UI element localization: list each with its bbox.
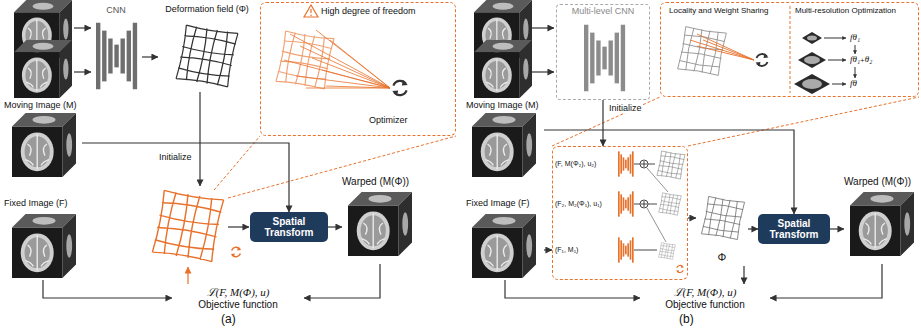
callout-heading: Locality and Weight Sharing <box>669 6 768 15</box>
cnn-block: CNN <box>90 4 142 96</box>
connector <box>544 249 552 250</box>
text-slot: fθ₁₊θ₂ <box>850 54 872 64</box>
node-text: Fixed Image (F) <box>466 198 530 208</box>
node-text: CNN <box>106 5 126 15</box>
node-text: Fixed Image (F) <box>4 198 68 208</box>
text-slot: Locality and Weight Sharing <box>669 6 768 15</box>
node-text: Spatial Transform <box>253 216 325 239</box>
connector <box>602 100 603 146</box>
node-text: Warped (M(Φ)) <box>844 176 911 188</box>
text-slot: fθ <box>850 78 857 88</box>
objective-label: Objective function <box>198 299 278 311</box>
text-slot: Multi-resolution Optimization <box>795 6 896 15</box>
transform-box: Spatial Transform <box>250 212 328 242</box>
deformation-grid: Φ <box>696 186 748 266</box>
connector <box>748 228 758 229</box>
panel-label: (b) <box>678 313 695 327</box>
objective-label: Objective function <box>665 299 745 311</box>
edge-label: Initialize <box>608 103 643 113</box>
image-volume: Fixed Image (F) <box>4 198 82 280</box>
function-label: fθ <box>850 78 857 88</box>
text-slot: fθ₁ <box>850 32 860 42</box>
image-volume: Moving Image (M) <box>4 100 82 178</box>
annotation: Initialize <box>158 152 193 162</box>
image-volume: Fixed Image (F) <box>466 198 544 280</box>
connector <box>505 280 640 298</box>
multi-level-box: (F, M(Φ₂), u₂) (F₂, M₂(Φ₁), u₁) (F₁, M₁) <box>552 146 688 280</box>
node-text: Multi-level CNN <box>572 6 635 16</box>
node-text: Φ <box>718 251 727 264</box>
text-slot: (F₂, M₂(Φ₁), u₁) <box>555 200 602 208</box>
objective-function: ℒ(F, M(Φ), u)Objective function <box>172 284 304 312</box>
connector <box>688 217 696 218</box>
function-label: fθ₁₊θ₂ <box>850 54 872 64</box>
connector <box>304 264 380 298</box>
connector <box>830 228 844 229</box>
callout-box: High degree of freedomOptimizer <box>260 2 456 136</box>
connector <box>142 56 158 57</box>
node-text: Moving Image (M) <box>4 100 77 110</box>
deformation-field: Deformation field (Φ) <box>158 4 256 94</box>
text-slot: (F₁, M₁) <box>555 246 578 254</box>
image-volume: Warped (M(Φ)) <box>844 176 919 264</box>
input-label: (F, M(Φ₂), u₂) <box>555 160 596 168</box>
input-label: (F₁, M₁) <box>555 246 578 254</box>
callout-heading: Multi-resolution Optimization <box>795 6 896 15</box>
image-volume: Moving Image (M) <box>466 100 544 178</box>
transform-box: Spatial Transform <box>758 214 830 244</box>
loss-formula: ℒ(F, M(Φ), u) <box>207 286 270 299</box>
callout-heading: High degree of freedom <box>321 6 416 16</box>
node-text: Spatial Transform <box>761 218 827 241</box>
text-slot: (F, M(Φ₂), u₂) <box>555 160 596 168</box>
objective-function: ℒ(F, M(Φ), u)Objective function <box>640 284 770 312</box>
connector <box>82 143 289 212</box>
loss-formula: ℒ(F, M(Φ), u) <box>674 286 737 299</box>
image-volume: Warped (M(Φ)) <box>342 176 420 264</box>
multi-level-cnn: Multi-level CNN <box>556 4 650 100</box>
connector <box>770 264 882 298</box>
panel-label: (a) <box>220 313 237 327</box>
node-text: Moving Image (M) <box>466 100 539 110</box>
function-label: fθ₁ <box>850 32 860 42</box>
connector <box>43 280 172 298</box>
connector <box>328 226 342 227</box>
node-text: Warped (M(Φ)) <box>342 176 409 188</box>
optimizer-label: Optimizer <box>369 115 408 125</box>
node-text: Deformation field (Φ) <box>165 4 249 14</box>
input-label: (F₂, M₂(Φ₁), u₁) <box>555 200 602 208</box>
connector <box>743 266 744 284</box>
connector <box>544 130 794 214</box>
callout-box: Locality and Weight Sharing Multi-resolut… <box>660 2 919 97</box>
